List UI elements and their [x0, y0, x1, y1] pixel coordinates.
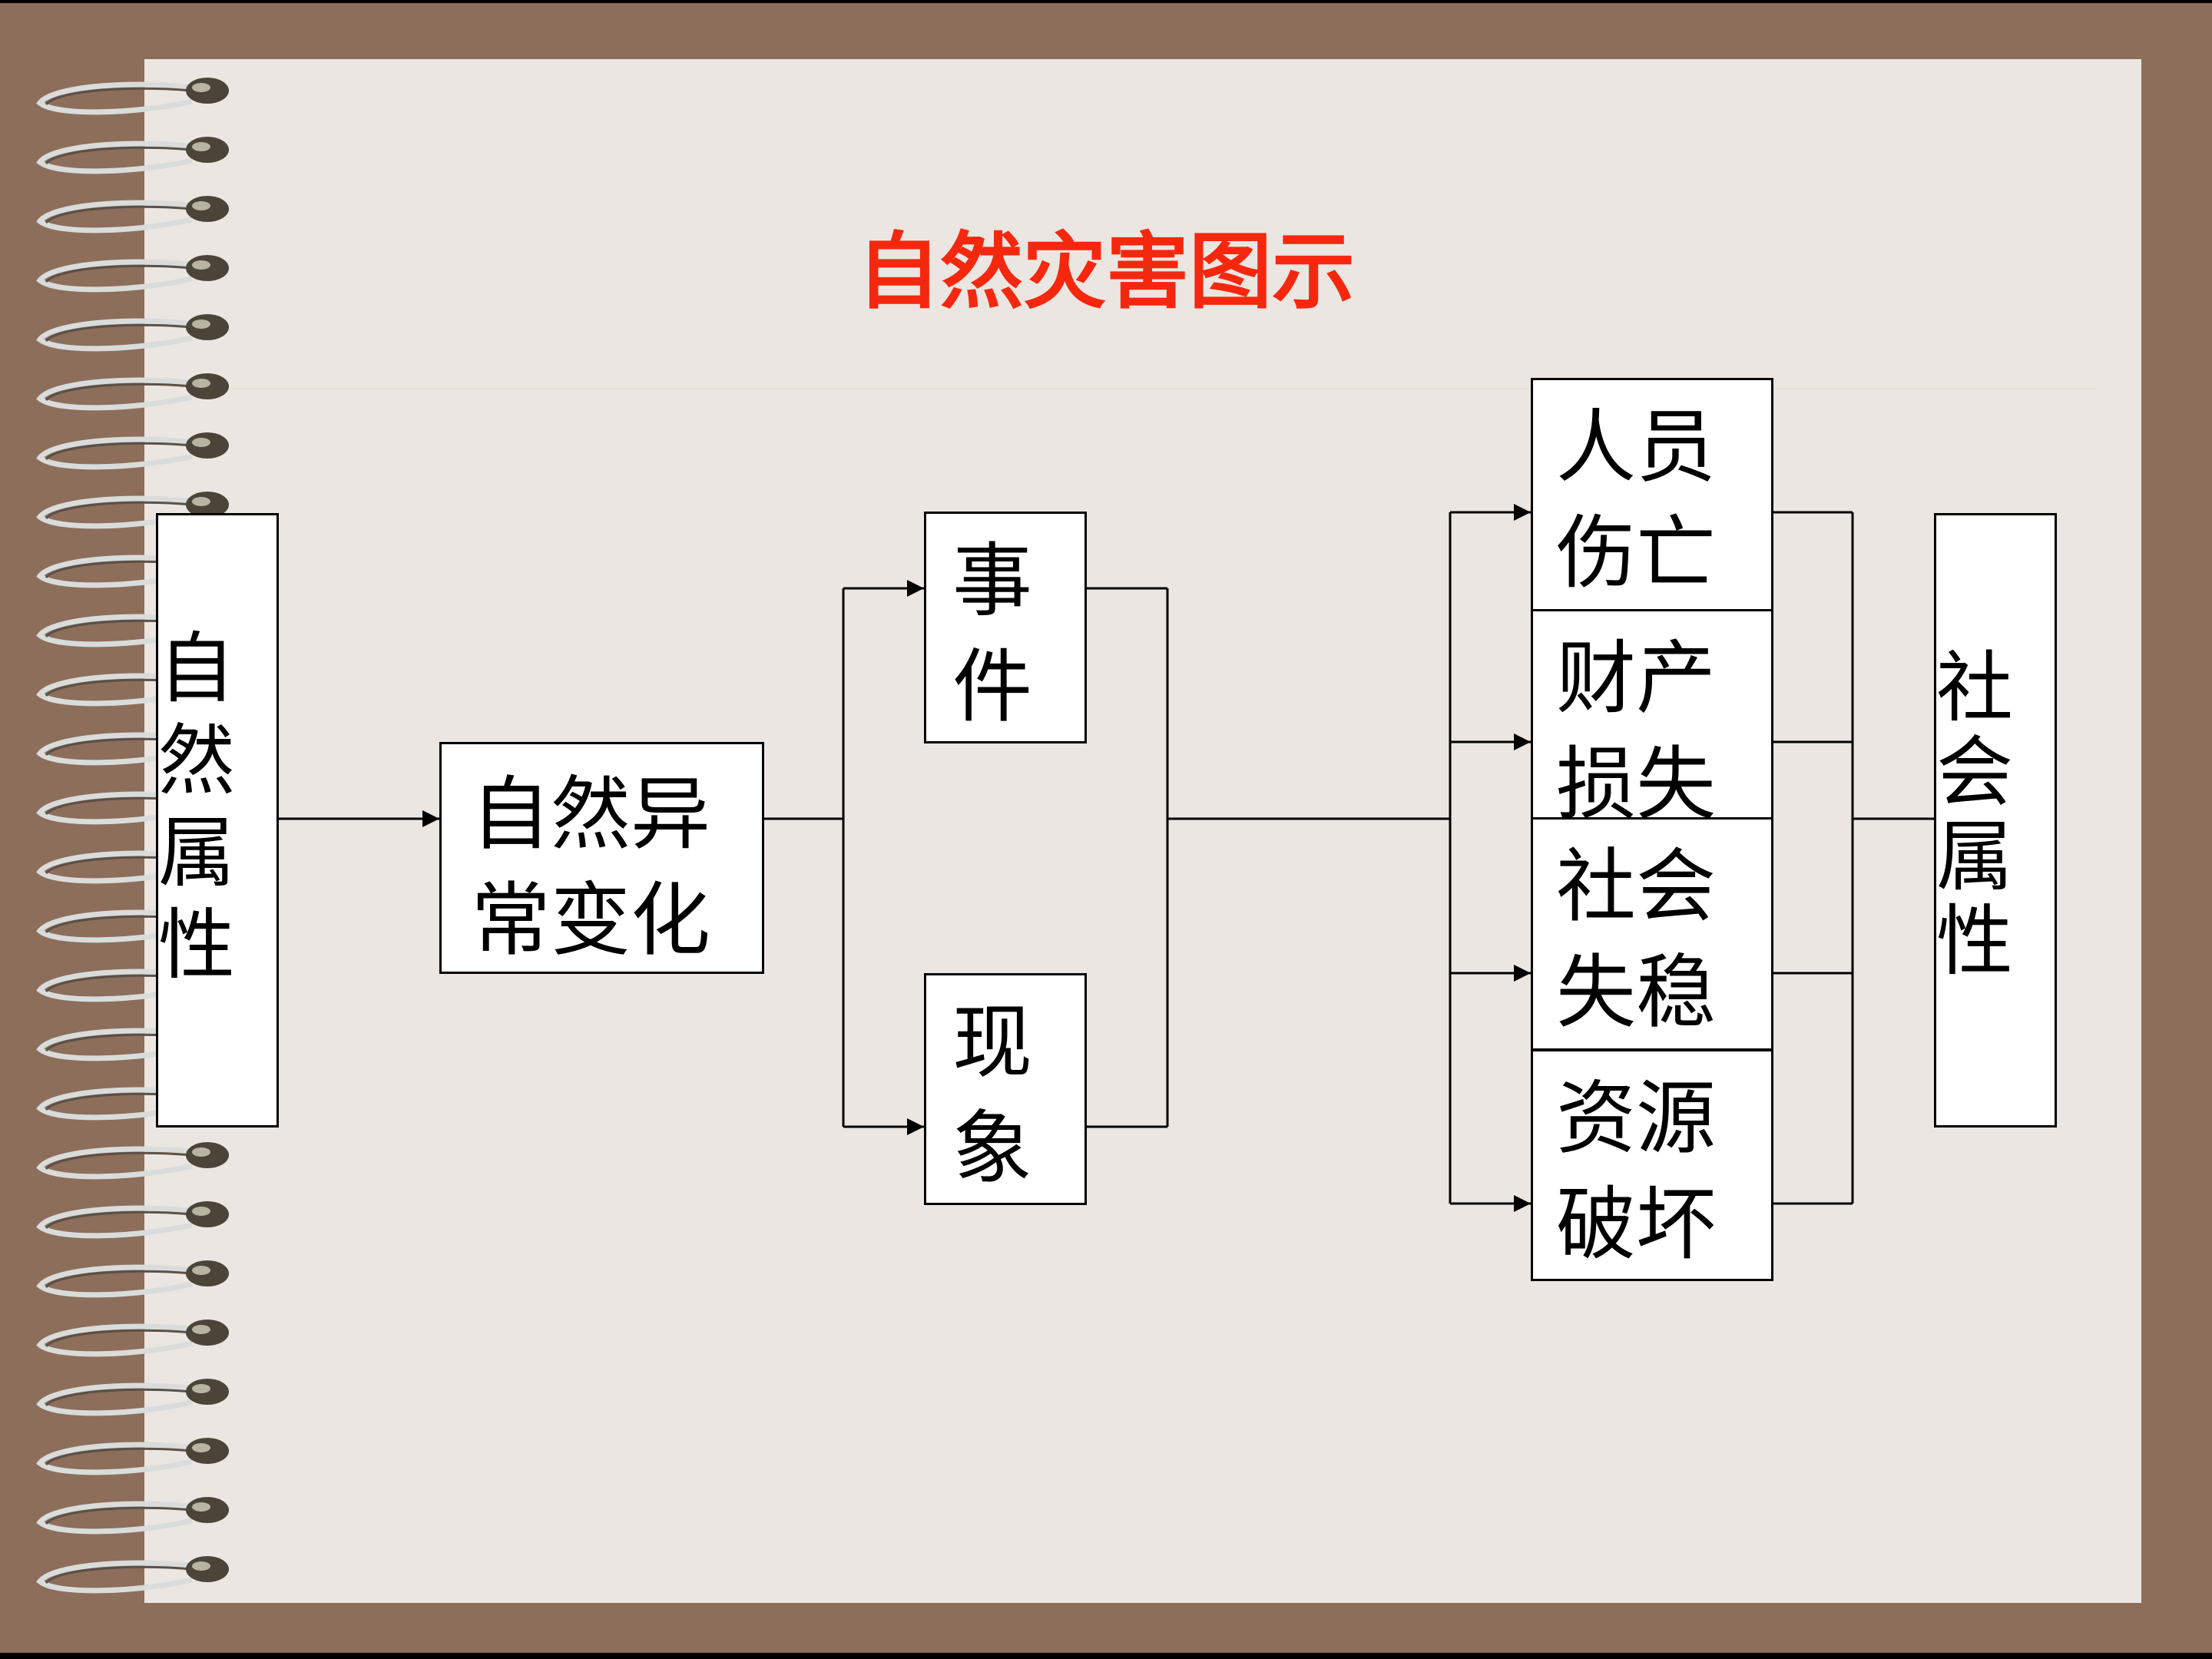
- spiral-ring: [36, 1438, 229, 1475]
- spiral-ring: [36, 1142, 229, 1180]
- spiral-ring: [36, 432, 229, 470]
- casualties-label: 人员 伤亡: [1556, 400, 1717, 600]
- spiral-ring: [36, 1320, 229, 1357]
- event-label: 事 件: [952, 534, 1033, 733]
- phenomenon-box: 现 象: [924, 973, 1087, 1205]
- natural-attribute-box: 自 然 属 性: [156, 513, 279, 1128]
- natural-attribute-label: 自 然 属 性: [158, 624, 235, 990]
- resource-damage-box: 资源 破坏: [1531, 1049, 1773, 1281]
- social-attribute-label: 社 会 属 性: [1936, 643, 2013, 986]
- property-loss-label: 财产 损失: [1556, 631, 1717, 831]
- spiral-ring: [36, 137, 229, 174]
- resource-damage-label: 资源 破坏: [1556, 1071, 1717, 1271]
- spiral-ring: [36, 1201, 229, 1239]
- property-loss-box: 财产 损失: [1531, 609, 1773, 831]
- header-rule: [230, 388, 2097, 389]
- spiral-ring: [36, 314, 229, 352]
- social-attribute-box: 社 会 属 性: [1934, 513, 2057, 1128]
- natural-anomaly-label: 自然异 常变化: [471, 767, 711, 967]
- phenomenon-label: 现 象: [952, 995, 1033, 1195]
- spiral-ring: [36, 492, 229, 529]
- spiral-ring: [36, 1260, 229, 1298]
- spiral-ring: [36, 1497, 229, 1535]
- spiral-ring: [36, 196, 229, 233]
- spiral-ring: [36, 255, 229, 293]
- spiral-ring: [36, 1556, 229, 1594]
- casualties-box: 人员 伤亡: [1531, 378, 1773, 611]
- slide-title: 自然灾害图示: [856, 224, 1355, 320]
- social-instability-box: 社会 失稳: [1531, 817, 1773, 1051]
- spiral-ring: [36, 78, 229, 115]
- natural-anomaly-box: 自然异 常变化: [439, 742, 764, 974]
- event-box: 事 件: [924, 512, 1087, 743]
- social-instability-label: 社会 失稳: [1556, 839, 1717, 1039]
- spiral-ring: [36, 373, 229, 411]
- spiral-ring: [36, 1379, 229, 1416]
